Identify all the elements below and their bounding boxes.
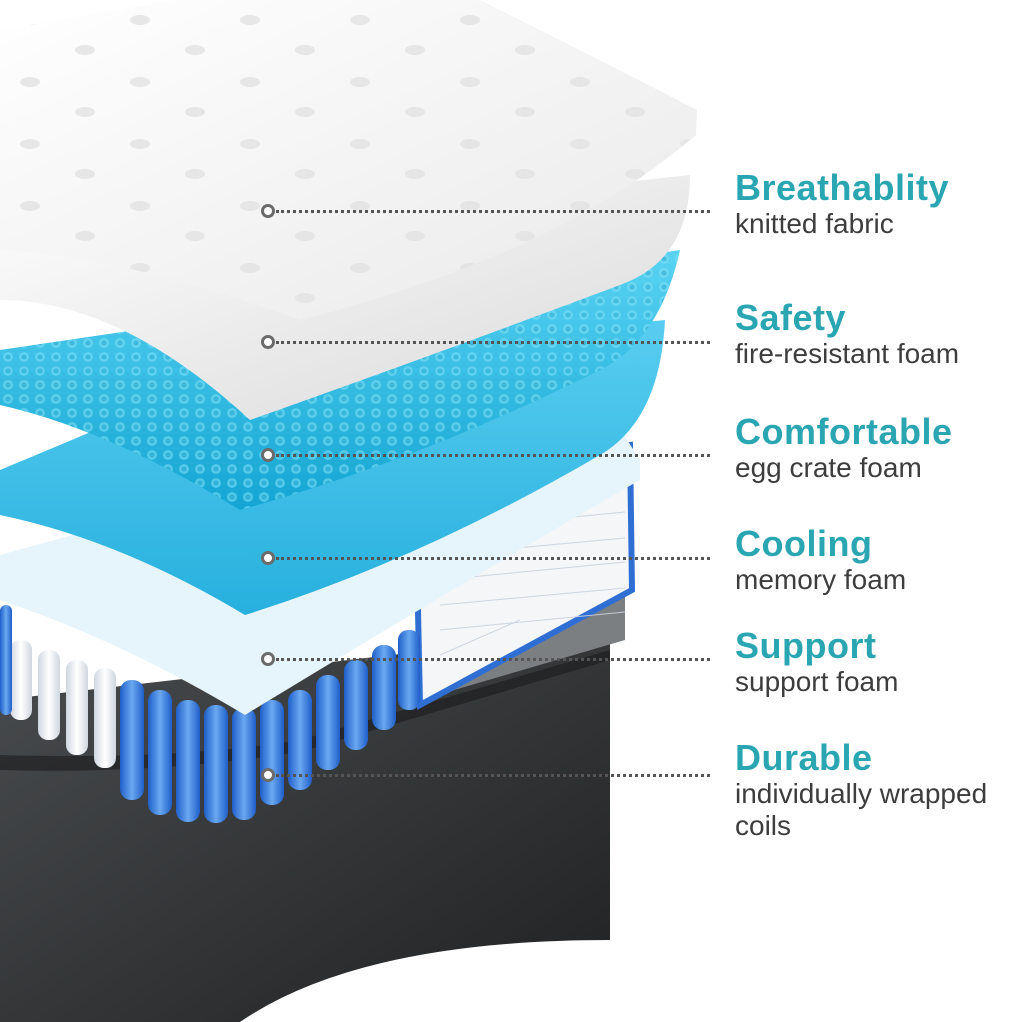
white-coils xyxy=(10,640,116,768)
marker-cooling xyxy=(261,551,275,565)
marker-breathablity xyxy=(261,204,275,218)
label-cooling: Cooling memory foam xyxy=(735,524,1020,596)
leader-line-support xyxy=(276,658,710,661)
marker-comfortable xyxy=(261,448,275,462)
marker-safety xyxy=(261,335,275,349)
layer-title: Cooling xyxy=(735,523,873,564)
layer-subtitle: knitted fabric xyxy=(735,208,894,239)
marker-support xyxy=(261,652,275,666)
label-safety: Safety fire-resistant foam xyxy=(735,298,1020,370)
layer-subtitle: support foam xyxy=(735,666,899,697)
layer-subtitle: egg crate foam xyxy=(735,452,922,483)
leader-line-durable xyxy=(276,774,710,777)
marker-durable xyxy=(261,768,275,782)
label-comfortable: Comfortable egg crate foam xyxy=(735,412,1020,484)
leader-line-breathablity xyxy=(276,210,710,213)
layer-title: Comfortable xyxy=(735,411,953,452)
layer-subtitle: individually wrapped coils xyxy=(735,778,988,841)
knitted-fabric-texture xyxy=(0,0,697,320)
layer-subtitle: fire-resistant foam xyxy=(735,338,960,369)
pocket-coils xyxy=(0,605,420,823)
layer-title: Durable xyxy=(735,737,873,778)
leader-line-cooling xyxy=(276,557,710,560)
label-durable: Durable individually wrapped coils xyxy=(735,738,1020,842)
layer-title: Breathablity xyxy=(735,167,950,208)
layer-subtitle: memory foam xyxy=(735,564,907,595)
base-layer xyxy=(0,630,610,1022)
leader-line-comfortable xyxy=(276,454,710,457)
layer-title: Support xyxy=(735,625,877,666)
leader-line-safety xyxy=(276,341,710,344)
label-breathablity: Breathablity knitted fabric xyxy=(735,168,1020,240)
label-support: Support support foam xyxy=(735,626,1020,698)
layer-title: Safety xyxy=(735,297,847,338)
